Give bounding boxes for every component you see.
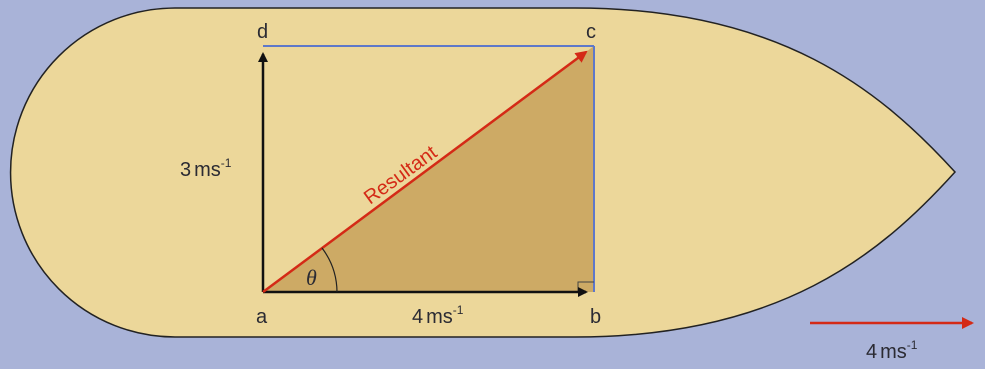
vertex-label-c: c (586, 21, 596, 43)
vertex-label-d: d (257, 21, 268, 43)
angle-arc (321, 247, 338, 293)
vertex-label-a: a (256, 306, 268, 328)
resultant-vector (262, 50, 588, 294)
angle-theta-label: θ (306, 265, 317, 290)
vertex-label-b: b (590, 306, 601, 328)
